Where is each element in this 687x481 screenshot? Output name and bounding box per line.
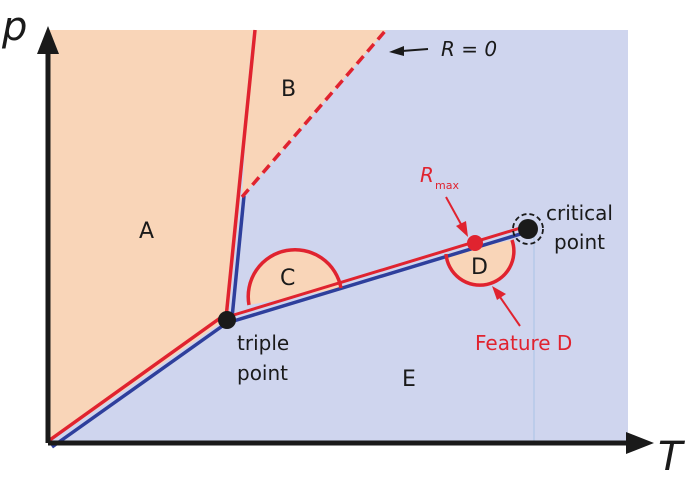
r-zero-arrowhead — [389, 46, 404, 56]
triple-point-label-line1: triple — [237, 331, 289, 355]
region-c-outline — [246, 248, 343, 306]
feature-d-arrowhead — [492, 286, 506, 300]
r-max-arrowhead — [456, 221, 468, 237]
x-axis-arrowhead — [626, 432, 654, 454]
r-max-annotation-main: R — [420, 163, 434, 187]
y-axis-label: p — [1, 4, 27, 50]
feature-d-annotation: Feature D — [475, 331, 572, 355]
region-c-label: C — [280, 266, 295, 291]
triple-point-marker — [218, 311, 236, 329]
critical-point-ring — [512, 213, 544, 245]
critical-point-marker — [518, 219, 538, 239]
triple-point-label-line2: point — [237, 361, 288, 385]
region-a-fill — [48, 30, 252, 443]
r-max-annotation-subscript: max — [435, 179, 459, 192]
critical-point-label-line2: point — [554, 230, 605, 254]
region-d-outline — [444, 239, 516, 287]
region-b-label: B — [281, 77, 296, 102]
region-d-label: D — [471, 255, 488, 280]
melting-curve-red — [224, 29, 257, 319]
r-max-arrow-shaft — [445, 196, 463, 227]
x-axis-label: T — [658, 434, 686, 480]
y-axis-arrowhead — [37, 26, 59, 54]
r-max-marker — [467, 235, 483, 251]
sublimation-curve-blue — [50, 320, 230, 449]
sublimation-curve-red — [45, 314, 225, 444]
r-zero-arrow-shaft — [401, 48, 429, 52]
melting-curve-blue — [230, 195, 246, 319]
feature-d-arrow-shaft — [499, 296, 521, 327]
region-a-label: A — [139, 219, 154, 244]
region-e-label: E — [402, 367, 416, 392]
region-c-fill — [248, 249, 341, 305]
r-zero-dashed-line — [240, 28, 388, 199]
r-zero-annotation: R = 0 — [441, 37, 497, 61]
critical-point-label-line1: critical — [546, 201, 613, 225]
